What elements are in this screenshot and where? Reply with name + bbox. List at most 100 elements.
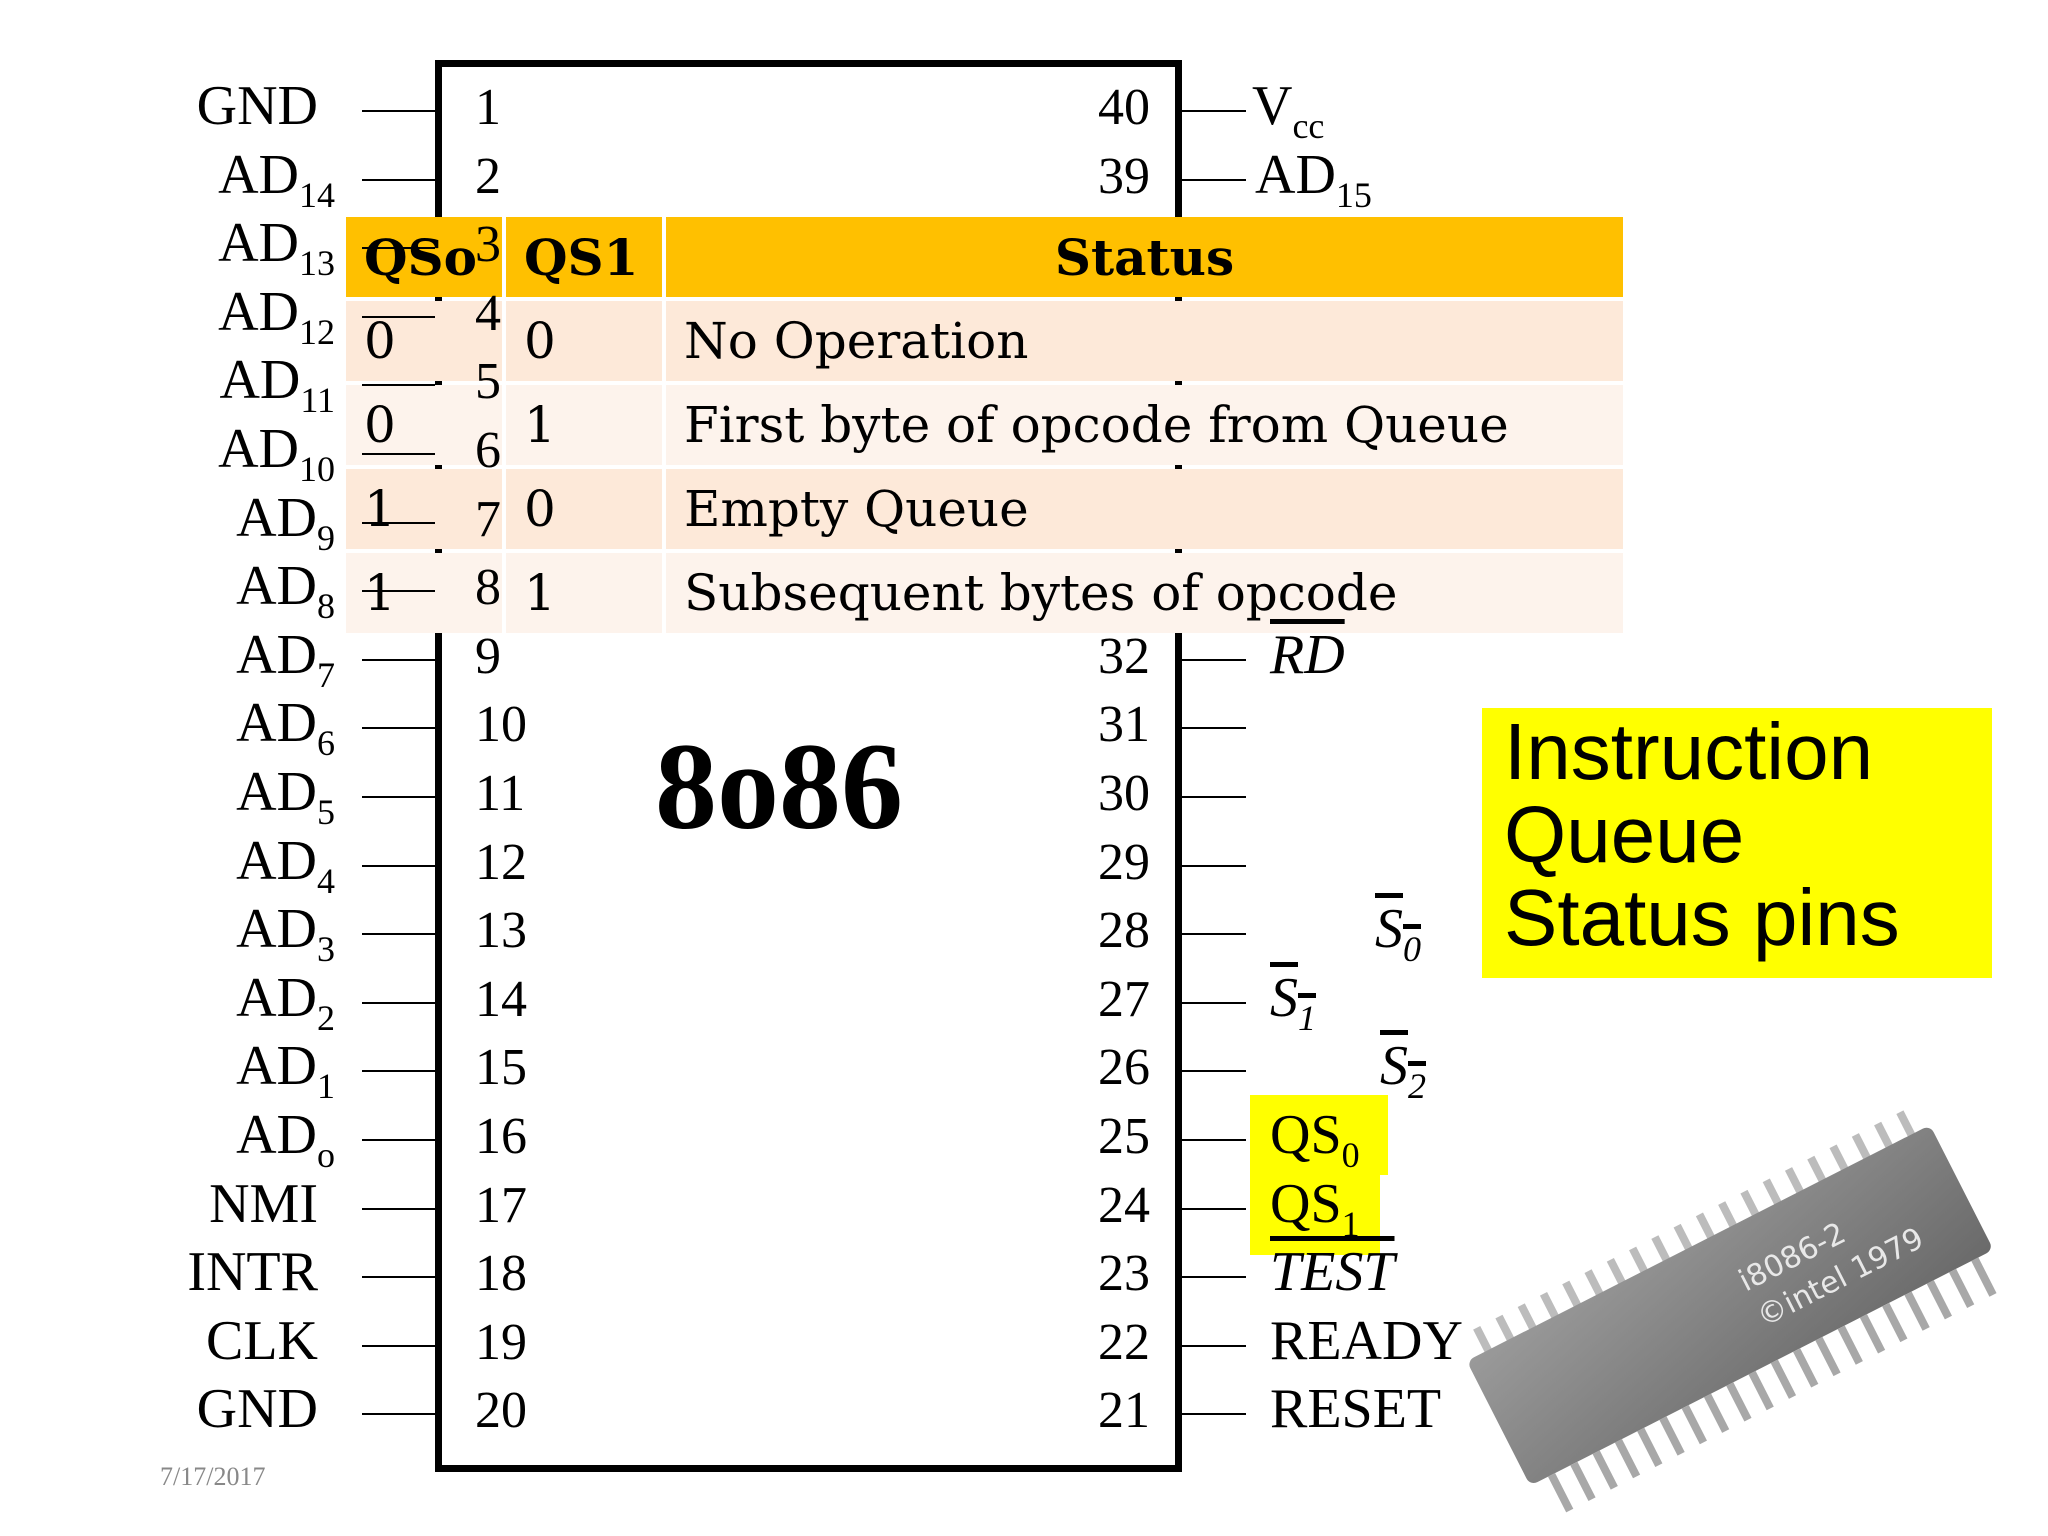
pin-number-13: 13: [475, 902, 527, 960]
pin-lead-20: [362, 1413, 435, 1416]
pin-number-12: 12: [475, 833, 527, 891]
pin-number-1: 1: [475, 79, 501, 136]
pin-lead-2: [362, 178, 435, 181]
pin-number-4: 4: [475, 284, 501, 342]
pin-number-19: 19: [475, 1313, 527, 1371]
cell-qs0: 0: [346, 301, 502, 381]
pin-lead-26: [1182, 1070, 1246, 1073]
cell-qs1: 0: [506, 301, 662, 381]
pin-number-40: 40: [1098, 79, 1150, 136]
pin-lead-32: [1182, 658, 1246, 661]
pin-number-2: 2: [475, 147, 501, 205]
pin-lead-24: [1182, 1207, 1246, 1210]
pin-number-11: 11: [475, 765, 526, 822]
pin-number-26: 26: [1098, 1039, 1150, 1097]
pin-number-3: 3: [475, 216, 501, 274]
pin-number-7: 7: [475, 490, 501, 548]
pin-signal-13: AD3: [236, 898, 335, 970]
pin-number-39: 39: [1098, 147, 1150, 205]
pin-lead-27: [1182, 1001, 1246, 1004]
pin-signal-39: AD15: [1255, 143, 1372, 215]
queue-status-table: QSo QS1 Status 0 0 No Operation 0 1 Firs…: [342, 213, 1627, 637]
pin-lead-7: [362, 521, 435, 524]
pin-signal-8: AD8: [236, 555, 335, 627]
cell-qs0: 1: [346, 469, 502, 549]
callout-line-3: Status pins: [1504, 873, 1900, 962]
pin-signal-23: TEST: [1270, 1241, 1395, 1304]
pin-lead-16: [362, 1139, 435, 1141]
pin-signal-28: S0: [1375, 898, 1421, 970]
pin-number-31: 31: [1098, 696, 1150, 754]
pin-lead-25: [1182, 1139, 1246, 1141]
pin-number-17: 17: [475, 1176, 527, 1234]
slide-date: 7/17/2017: [160, 1462, 266, 1491]
pin-lead-30: [1182, 796, 1246, 798]
cell-status: Subsequent bytes of opcode: [666, 553, 1623, 633]
cell-qs1: 1: [506, 385, 662, 465]
pin-number-22: 22: [1098, 1313, 1150, 1371]
ic-body: [1469, 1127, 1991, 1484]
pin-signal-15: AD1: [236, 1035, 335, 1107]
pin-lead-15: [362, 1070, 435, 1073]
pin-lead-31: [1182, 727, 1246, 730]
callout-box: Instruction Queue Status pins: [1482, 708, 1992, 978]
pin-number-29: 29: [1098, 833, 1150, 891]
pin-number-20: 20: [475, 1382, 527, 1440]
pin-number-18: 18: [475, 1245, 527, 1303]
qs0-highlight: [1250, 1095, 1388, 1175]
cell-qs0: 1: [346, 553, 502, 633]
pin-lead-14: [362, 1001, 435, 1004]
pin-signal-1: GND: [196, 75, 318, 137]
pin-lead-13: [362, 933, 435, 936]
callout-line-2: Queue: [1504, 790, 1745, 879]
pin-signal-25: QS0: [1270, 1104, 1360, 1175]
pin-number-5: 5: [475, 353, 501, 411]
cell-qs0: 0: [346, 385, 502, 465]
pin-number-30: 30: [1098, 765, 1150, 822]
chip-outline: [435, 60, 1182, 1472]
pin-signal-12: AD4: [236, 829, 335, 901]
callout-line-1: Instruction: [1504, 707, 1874, 796]
cell-status: First byte of opcode from Queue: [666, 385, 1623, 465]
pin-lead-10: [362, 727, 435, 730]
header-qs1: QS1: [506, 217, 662, 297]
table-row: 0 1 First byte of opcode from Queue: [346, 385, 1623, 465]
pin-signal-6: AD10: [218, 418, 335, 489]
pin-lead-21: [1182, 1413, 1246, 1416]
pin-signal-5: AD11: [219, 349, 335, 421]
pin-number-9: 9: [475, 627, 501, 685]
pin-signal-18: INTR: [187, 1241, 318, 1304]
pin-signal-14: AD2: [236, 966, 335, 1038]
pin-number-15: 15: [475, 1039, 527, 1097]
pin-signal-3: AD13: [218, 212, 335, 284]
cell-status: Empty Queue: [666, 469, 1623, 549]
pin-signal-19: CLK: [206, 1309, 318, 1372]
cell-qs1: 0: [506, 469, 662, 549]
pin-signal-40: Vcc: [1252, 75, 1325, 146]
pin-lead-8: [362, 590, 435, 593]
pin-number-28: 28: [1098, 902, 1150, 960]
pin-lead-1: [362, 110, 435, 112]
table-row: 1 0 Empty Queue: [346, 469, 1623, 549]
ic-photo: i8086-2 ©intel 1979: [1469, 1110, 1997, 1513]
pin-number-14: 14: [475, 970, 527, 1028]
pin-signal-22: READY: [1270, 1309, 1463, 1372]
pin-lead-6: [362, 453, 435, 455]
pin-number-23: 23: [1098, 1245, 1150, 1303]
pin-signal-16: ADo: [236, 1104, 335, 1175]
pin-signal-27: S1: [1270, 966, 1316, 1038]
pin-lead-28: [1182, 933, 1246, 936]
pin-number-16: 16: [475, 1108, 527, 1165]
pin-lead-19: [362, 1344, 435, 1347]
pin-lead-17: [362, 1207, 435, 1210]
pin-signal-7: AD9: [236, 486, 335, 558]
pin-signal-20: GND: [196, 1378, 318, 1441]
header-qs0: QSo: [346, 217, 502, 297]
pin-signal-32: RD: [1270, 623, 1345, 686]
pin-lead-9: [362, 658, 435, 661]
pin-number-6: 6: [475, 422, 501, 479]
pin-lead-29: [1182, 864, 1246, 867]
pin-lead-22: [1182, 1344, 1246, 1347]
pin-lead-3: [362, 247, 435, 250]
ic-pins-top: [1473, 1110, 1918, 1357]
